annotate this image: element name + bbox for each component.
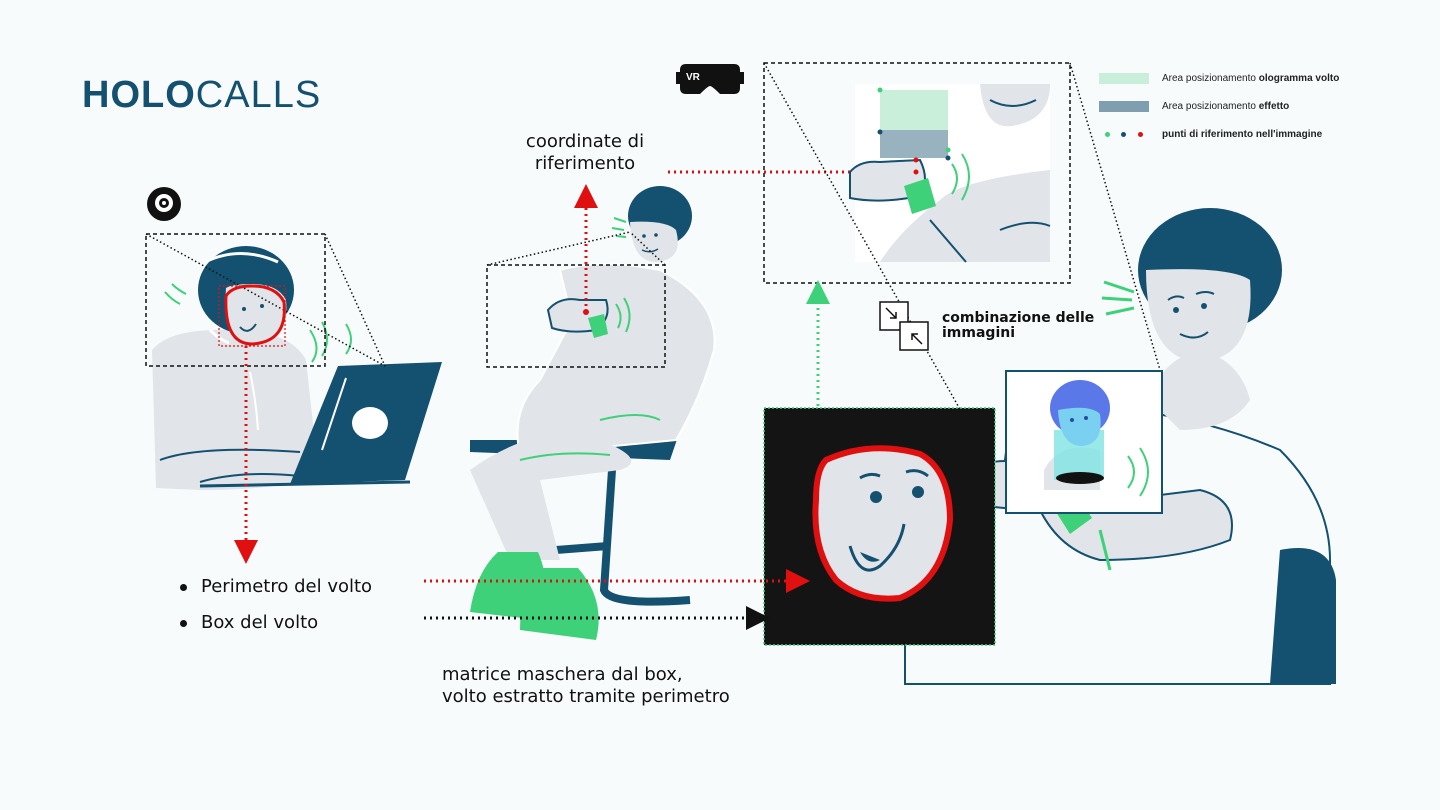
list-item: Box del volto — [180, 605, 372, 641]
mask-label-line2: volto estratto tramite perimetro — [442, 686, 730, 707]
vr-label: VR — [686, 72, 701, 83]
combine-images-label: combinazione delle immagini — [942, 311, 1094, 341]
holocalls-logo: HOLOCALLS — [82, 74, 322, 116]
legend-text: Area posizionamento — [1162, 100, 1256, 112]
zoom-line — [324, 233, 386, 367]
combine-images-icon — [879, 301, 929, 351]
vr-headset-icon: VR — [676, 64, 744, 94]
legend-item-points: punti di riferimento nell'immagine — [1099, 127, 1339, 141]
points-swatch — [1099, 131, 1149, 137]
coordinates-label-line2: riferimento — [534, 153, 636, 174]
face-perimeter-label: Perimetro del volto — [201, 576, 373, 597]
coordinates-label-line1: coordinate di — [525, 131, 645, 152]
webcam-zoom-box — [145, 233, 326, 367]
bullet-icon — [180, 619, 187, 627]
mask-matrix-panel — [763, 407, 996, 646]
hologram-area — [880, 90, 948, 130]
legend-text: Area posizionamento — [1162, 72, 1256, 84]
combine-label-line1: combinazione delle — [942, 310, 1095, 326]
face-detection-list: Perimetro del volto Box del volto — [180, 569, 372, 641]
mask-matrix-label: matrice maschera dal box, volto estratto… — [442, 664, 730, 708]
zoom-line — [486, 231, 631, 266]
legend-item-hologram: Area posizionamento ologramma volto — [1099, 71, 1339, 85]
legend: Area posizionamento ologramma volto Area… — [1099, 71, 1339, 155]
list-item: Perimetro del volto — [180, 569, 372, 605]
zoom-line — [1069, 62, 1161, 371]
legend-item-effect: Area posizionamento effetto — [1099, 99, 1339, 113]
effect-area — [880, 130, 948, 158]
combine-label-line2: immagini — [942, 325, 1016, 341]
vr-view-panel — [849, 84, 1051, 263]
hologram-swatch — [1099, 72, 1149, 84]
webcam-icon — [147, 187, 181, 221]
legend-text-bold: effetto — [1258, 100, 1290, 112]
zoom-line — [629, 231, 666, 266]
coordinates-label: coordinate di riferimento — [500, 131, 670, 175]
seated-person — [470, 186, 716, 640]
legend-text-bold: ologramma volto — [1258, 72, 1340, 84]
vr-zoom-box — [763, 62, 1071, 284]
mask-label-line1: matrice maschera dal box, — [442, 664, 683, 685]
face-perimeter — [224, 284, 286, 346]
face-box-label: Box del volto — [201, 612, 319, 633]
person-with-laptop — [152, 246, 442, 490]
hologram-preview — [1005, 370, 1163, 514]
zoom-line — [145, 233, 386, 367]
bullet-icon — [180, 583, 187, 591]
legend-text-bold: punti di riferimento nell'immagine — [1162, 128, 1323, 140]
effect-swatch — [1099, 100, 1149, 112]
